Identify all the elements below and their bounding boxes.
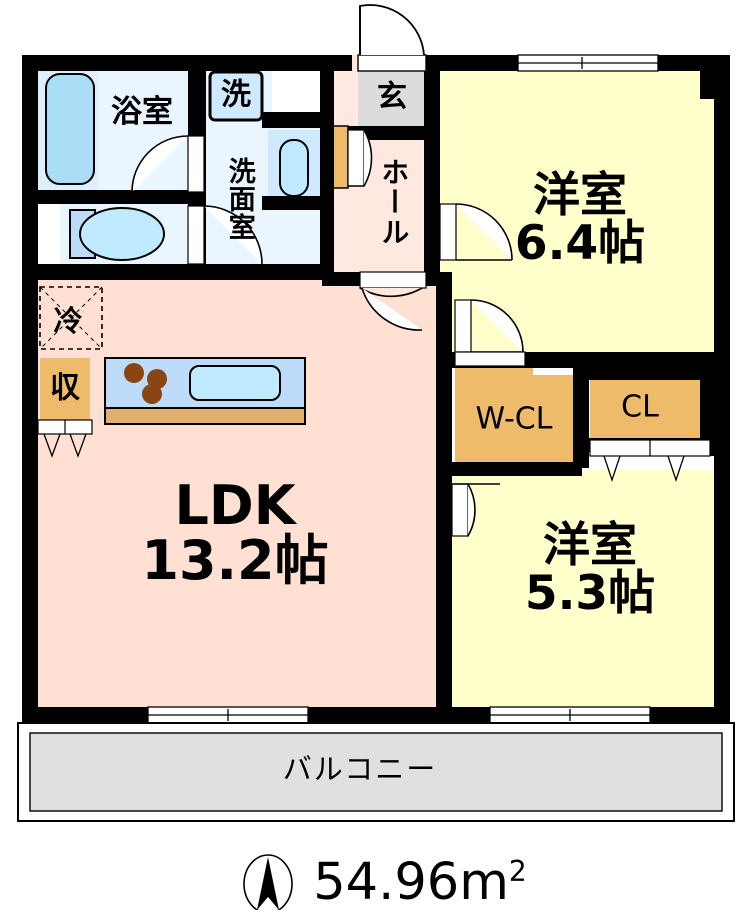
window-bedroom-2-bottom [489, 706, 651, 724]
north-arrow-icon [243, 854, 293, 910]
door-wcl [454, 351, 526, 367]
door-entrance [357, 4, 427, 72]
closet-cl [590, 380, 710, 440]
door-cl [589, 439, 711, 483]
wall-outer-left [22, 55, 38, 723]
stove-burner-icon [142, 384, 162, 404]
wall-ldk-right [436, 272, 452, 722]
bathtub-icon [45, 73, 95, 185]
wall-notch-upper-right [700, 55, 730, 99]
door-hall-bedroom-1 [439, 203, 513, 261]
kitchen-sink-icon [189, 365, 281, 401]
wall-bath-bottom [22, 190, 202, 204]
stove-burner-icon [124, 363, 144, 383]
wall-bed2-left-stub [436, 462, 458, 476]
closet-wcl [455, 375, 575, 465]
kitchen-counter-front [104, 407, 306, 425]
door-hall-ldk [359, 271, 427, 331]
wall-washroom-alcove-bottom [262, 196, 320, 210]
room-genkan [358, 62, 426, 130]
wall-washroom-right [320, 55, 334, 280]
fridge-space [39, 286, 103, 350]
washing-machine-icon [208, 70, 264, 122]
wall-toilet-left [22, 190, 62, 204]
wall-wcl-bottom [452, 462, 582, 476]
door-genkan-hall [347, 129, 373, 187]
door-bedroom-2 [451, 483, 500, 537]
closet-storage [40, 358, 90, 420]
door-storage [37, 419, 93, 458]
window-bedroom-1 [517, 54, 659, 72]
fridge-cross-2 [39, 286, 103, 350]
wall-cl-top-gap [575, 366, 717, 380]
window-ldk-bottom [147, 706, 309, 724]
toilet-bowl-icon [79, 207, 165, 261]
door-bath [131, 135, 205, 193]
room-ldk [30, 280, 450, 720]
wall-washroom-alcove-top [262, 112, 320, 128]
door-washroom [187, 205, 263, 265]
wall-hall-right [424, 55, 440, 285]
wall-toilet-bottom [22, 264, 322, 280]
wall-wcl-right [573, 366, 589, 468]
vanity-sink-icon [279, 139, 309, 197]
room-bedroom-2 [440, 470, 730, 720]
wall-outer-top-left [22, 55, 352, 71]
room-balcony [29, 732, 723, 812]
